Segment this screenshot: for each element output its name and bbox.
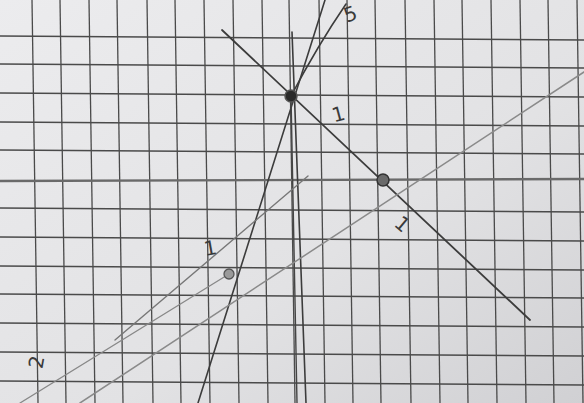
intersection-dots <box>224 90 389 279</box>
